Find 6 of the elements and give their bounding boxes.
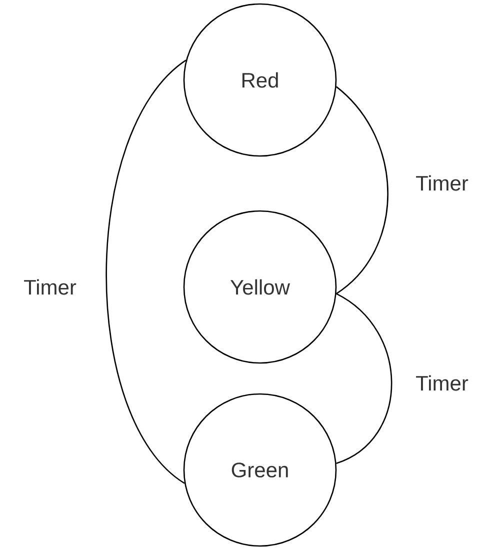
connector-line [336,293,392,464]
connector-line [336,86,388,294]
connector-line [106,60,186,484]
edge-label: Timer [414,374,470,392]
edge-label: Timer [414,174,470,192]
edge-label: Timer [22,278,78,296]
